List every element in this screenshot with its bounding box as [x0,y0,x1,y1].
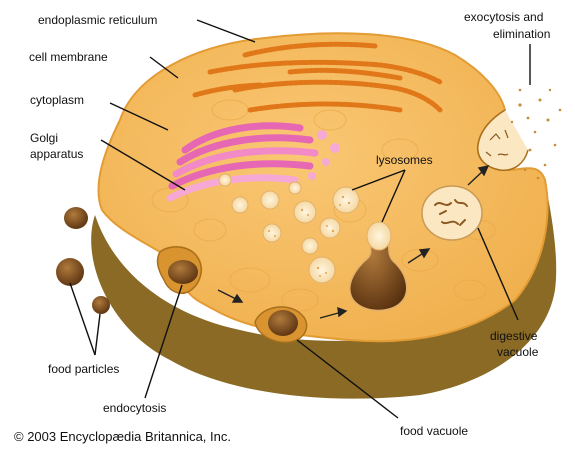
label-cytoplasm: cytoplasm [30,93,84,107]
food-particle [92,296,110,314]
cytoplasm-body [98,33,547,341]
digestive-vacuole [422,186,482,240]
copyright-notice: © 2003 Encyclopædia Britannica, Inc. [14,429,231,444]
label-digestive-line1: digestive [490,329,538,343]
label-digestive-line2: vacuole [497,345,539,359]
label-exocytosis-line1: exocytosis and [464,10,543,24]
label-lysosomes: lysosomes [376,153,433,167]
label-food-particles: food particles [48,362,119,376]
fusing-lysosome-top [367,222,391,250]
label-cell-membrane: cell membrane [29,50,108,64]
endocytosis-food-particle [168,260,198,284]
food-vacuole-particle [268,310,298,336]
food-particle [56,258,84,286]
label-golgi-line2: apparatus [30,147,83,161]
label-endocytosis: endocytosis [103,401,166,415]
label-exocytosis-line2: elimination [493,27,550,41]
food-particle [64,207,88,229]
label-food-vacuole: food vacuole [400,424,468,438]
label-endoplasmic-reticulum: endoplasmic reticulum [38,13,157,27]
label-golgi-line1: Golgi [30,131,58,145]
